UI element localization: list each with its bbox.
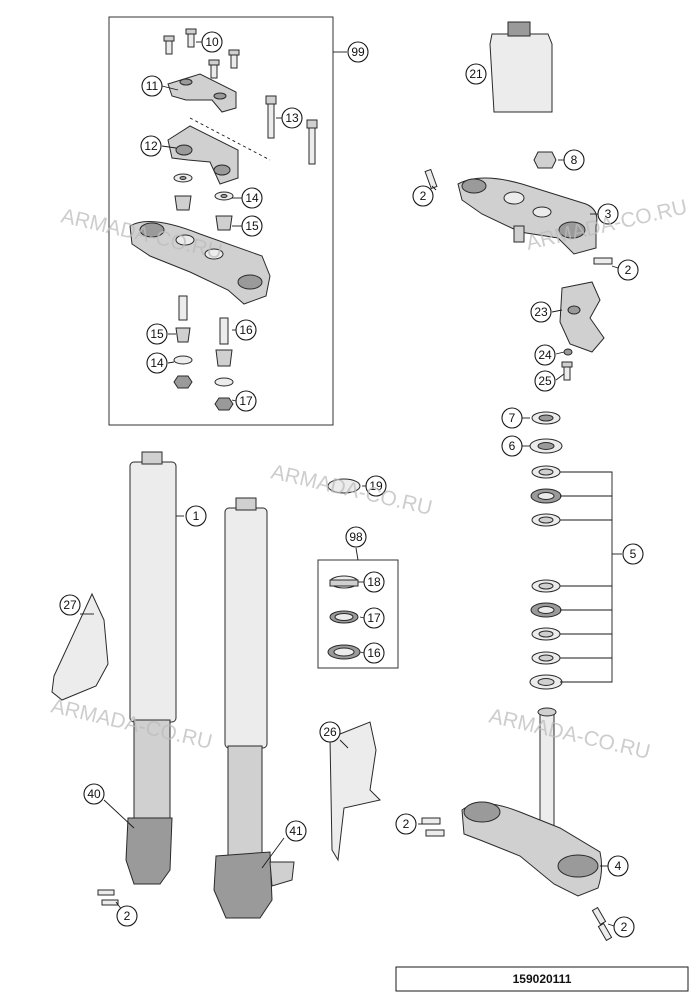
callout-26-label: 26 (323, 725, 337, 739)
callout-14-upper: 14 (241, 187, 263, 209)
callout-12: 12 (140, 135, 162, 157)
callout-11: 11 (141, 75, 163, 97)
callout-4: 4 (607, 855, 629, 877)
callout-2-bottom-left-label: 2 (124, 909, 131, 923)
callout-2-bottom-right-label: 2 (621, 920, 628, 934)
callout-19-label: 17 (367, 611, 381, 625)
callout-40: 40 (83, 783, 105, 805)
callout-7-label: 7 (509, 411, 516, 425)
callout-12-label: 12 (144, 139, 158, 153)
watermark-3: ARMADA-CO.RU (269, 460, 434, 519)
guards (51, 592, 381, 862)
callout-23: 23 (530, 301, 552, 323)
callout-2-top: 2 (412, 185, 434, 207)
callout-2-bottom-left: 2 (116, 905, 138, 927)
watermark-5: ARMADA-CO.RU (487, 704, 652, 763)
callout-24: 24 (534, 344, 556, 366)
callout-27: 27 (59, 594, 81, 616)
callout-20-label: 18 (367, 575, 381, 589)
callout-4-label: 4 (615, 859, 622, 873)
callout-2-right: 2 (617, 259, 639, 281)
callout-15-lower: 15 (146, 323, 168, 345)
callout-16-label: 16 (239, 323, 253, 337)
callout-21-label: 21 (469, 67, 483, 81)
callout-22: 19 (365, 475, 387, 497)
callout-14-upper-label: 14 (245, 191, 259, 205)
callout-27-label: 27 (63, 598, 77, 612)
callout-13-label: 13 (285, 111, 299, 125)
callout-6: 6 (501, 435, 523, 457)
callout-98-label: 98 (349, 530, 363, 544)
callout-13: 13 (281, 107, 303, 129)
callout-6-label: 6 (509, 439, 516, 453)
callout-98: 98 (345, 526, 367, 548)
callout-1-label: 1 (193, 509, 200, 523)
callout-16: 16 (235, 319, 257, 341)
callout-1: 1 (185, 505, 207, 527)
callout-19: 17 (363, 607, 385, 629)
callout-41-label: 41 (289, 824, 303, 838)
callout-5-label: 5 (630, 547, 637, 561)
fork-legs (97, 451, 295, 919)
callout-8: 8 (563, 149, 585, 171)
callout-25-label: 25 (538, 374, 552, 388)
callout-99: 99 (347, 41, 369, 63)
callout-2-mid: 2 (395, 813, 417, 835)
callout-10: 10 (201, 31, 223, 53)
callout-17: 17 (235, 390, 257, 412)
callout-18: 16 (363, 642, 385, 664)
callout-99-label: 99 (351, 45, 365, 59)
callout-labels: 10 11 12 13 14 15 15 14 16 17 99 21 8 2 … (59, 31, 644, 938)
callout-26: 26 (319, 721, 341, 743)
callout-2-right-label: 2 (625, 263, 632, 277)
callout-17-label: 17 (239, 394, 253, 408)
callout-23-label: 23 (534, 305, 548, 319)
callout-10-label: 10 (205, 35, 219, 49)
callout-22-label: 19 (369, 479, 383, 493)
lower-triple-clamp (421, 707, 613, 942)
leader-lines (80, 41, 619, 927)
callout-2-bottom-right: 2 (613, 916, 635, 938)
kit-98-parts (327, 478, 361, 660)
callout-15-upper-label: 15 (245, 219, 259, 233)
callout-15-upper: 15 (241, 215, 263, 237)
callout-3: 3 (597, 203, 619, 225)
callout-5: 5 (622, 543, 644, 565)
callout-25: 25 (534, 370, 556, 392)
callout-2-mid-label: 2 (403, 817, 410, 831)
document-number: 159020111 (513, 972, 572, 986)
callout-41: 41 (285, 820, 307, 842)
callout-40-label: 40 (87, 787, 101, 801)
callout-11-label: 11 (146, 79, 159, 93)
callout-14-lower: 14 (146, 352, 168, 374)
callout-18-label: 16 (367, 646, 381, 660)
callout-20: 18 (363, 571, 385, 593)
callout-8-label: 8 (571, 153, 578, 167)
callout-3-label: 3 (605, 207, 612, 221)
right-top-parts (424, 21, 613, 381)
callout-15-lower-label: 15 (150, 327, 164, 341)
callout-14-lower-label: 14 (150, 356, 164, 370)
callout-24-label: 24 (538, 348, 552, 362)
kit-99-parts (129, 28, 318, 411)
bearing-stack (529, 411, 622, 690)
callout-21: 21 (465, 63, 487, 85)
document-number-box: 159020111 (395, 966, 689, 992)
kit-99-frame (108, 16, 334, 426)
callout-2-top-label: 2 (420, 189, 427, 203)
callout-7: 7 (501, 407, 523, 429)
